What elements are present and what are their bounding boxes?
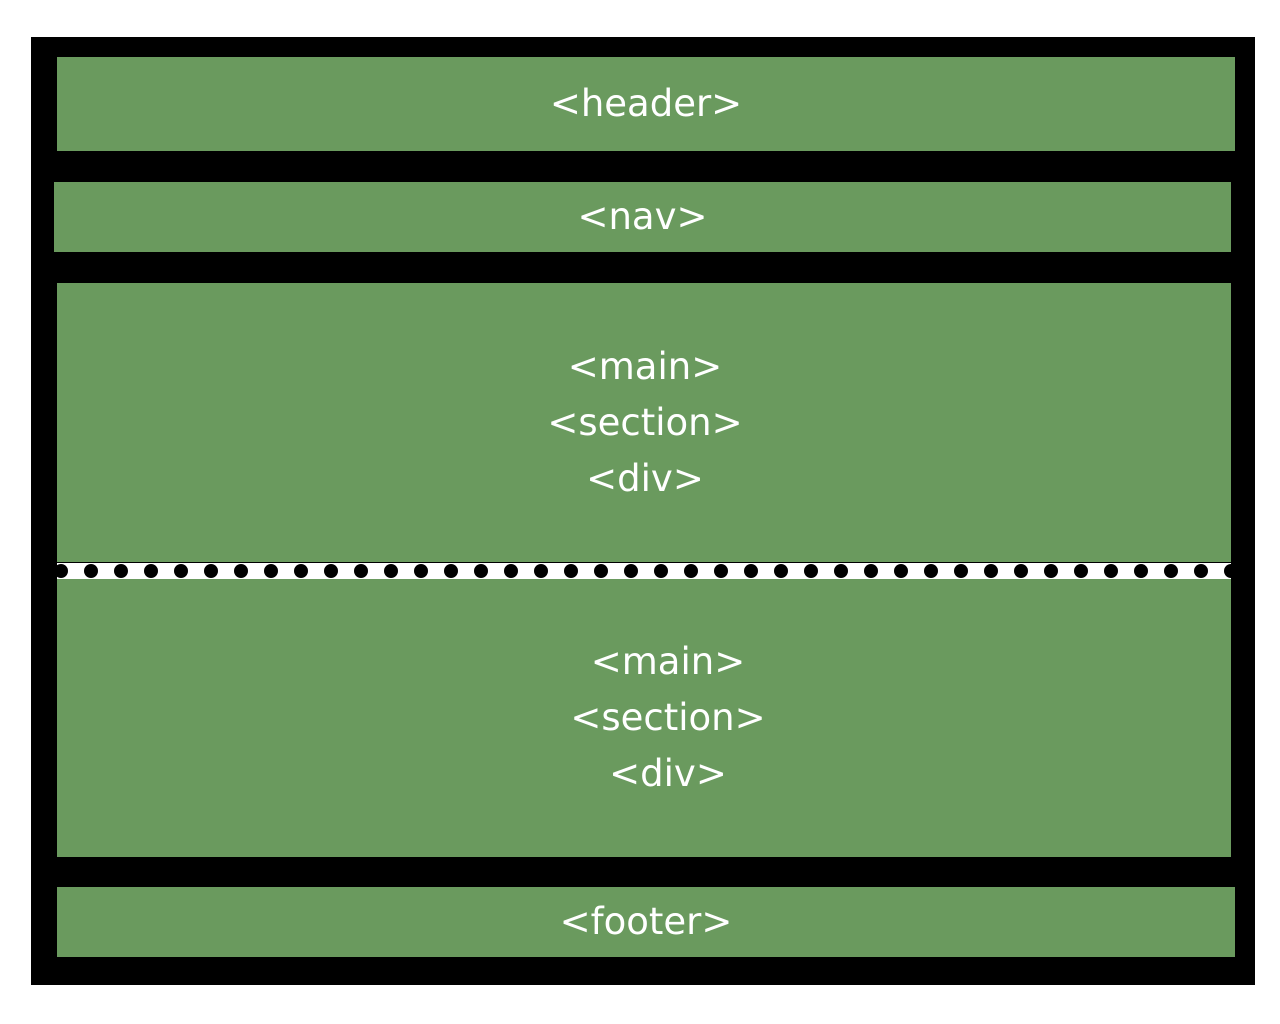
divider-dot [384,564,398,578]
divider-dot [654,564,668,578]
divider-dot [564,564,578,578]
divider-dot [624,564,638,578]
divider-dot [1104,564,1118,578]
divider-dot [264,564,278,578]
nav-label: <nav> [577,195,708,238]
divider-dot [924,564,938,578]
divider-dot [504,564,518,578]
divider-dot [84,564,98,578]
divider-dot [414,564,428,578]
divider-dot [684,564,698,578]
divider-dot [954,564,968,578]
divider-dot [864,564,878,578]
divider-dot [294,564,308,578]
divider-dot [474,564,488,578]
divider-dot [984,564,998,578]
main-top-line-div: <div> [586,456,704,500]
divider-dot [324,564,338,578]
main-top-line-section: <section> [547,400,743,444]
divider-dot [54,564,68,578]
divider-dot [1134,564,1148,578]
divider-dot [114,564,128,578]
divider-dot [834,564,848,578]
divider-dot [1224,564,1238,578]
divider-dot [774,564,788,578]
divider-dot [204,564,218,578]
divider-dot [354,564,368,578]
footer-label: <footer> [559,900,733,943]
main-bottom-lines: <main> <section> <div> [570,634,765,802]
footer-block: <footer> [57,887,1235,957]
divider-dot [744,564,758,578]
nav-block: <nav> [54,182,1231,252]
main-bottom-line-div: <div> [609,752,727,795]
main-block-bottom: <main> <section> <div> [57,579,1231,857]
main-top-lines: <main> <section> <div> [547,339,742,507]
main-block-top: <main> <section> <div> [57,283,1231,562]
divider-dot [1014,564,1028,578]
divider-dot [1194,564,1208,578]
divider-dot [1044,564,1058,578]
divider-dot [1074,564,1088,578]
header-label: <header> [549,82,743,125]
divider-dot [894,564,908,578]
divider-dot [144,564,158,578]
header-block: <header> [57,57,1235,151]
main-bottom-line-section: <section> [570,696,766,739]
divider-dot [534,564,548,578]
dotted-divider [57,563,1231,579]
divider-dot [804,564,818,578]
divider-dot [1164,564,1178,578]
main-top-line-main: <main> [567,344,723,388]
divider-dot [594,564,608,578]
divider-dot [174,564,188,578]
divider-dot [234,564,248,578]
divider-dot [714,564,728,578]
main-bottom-line-main: <main> [590,640,746,683]
divider-dot [444,564,458,578]
